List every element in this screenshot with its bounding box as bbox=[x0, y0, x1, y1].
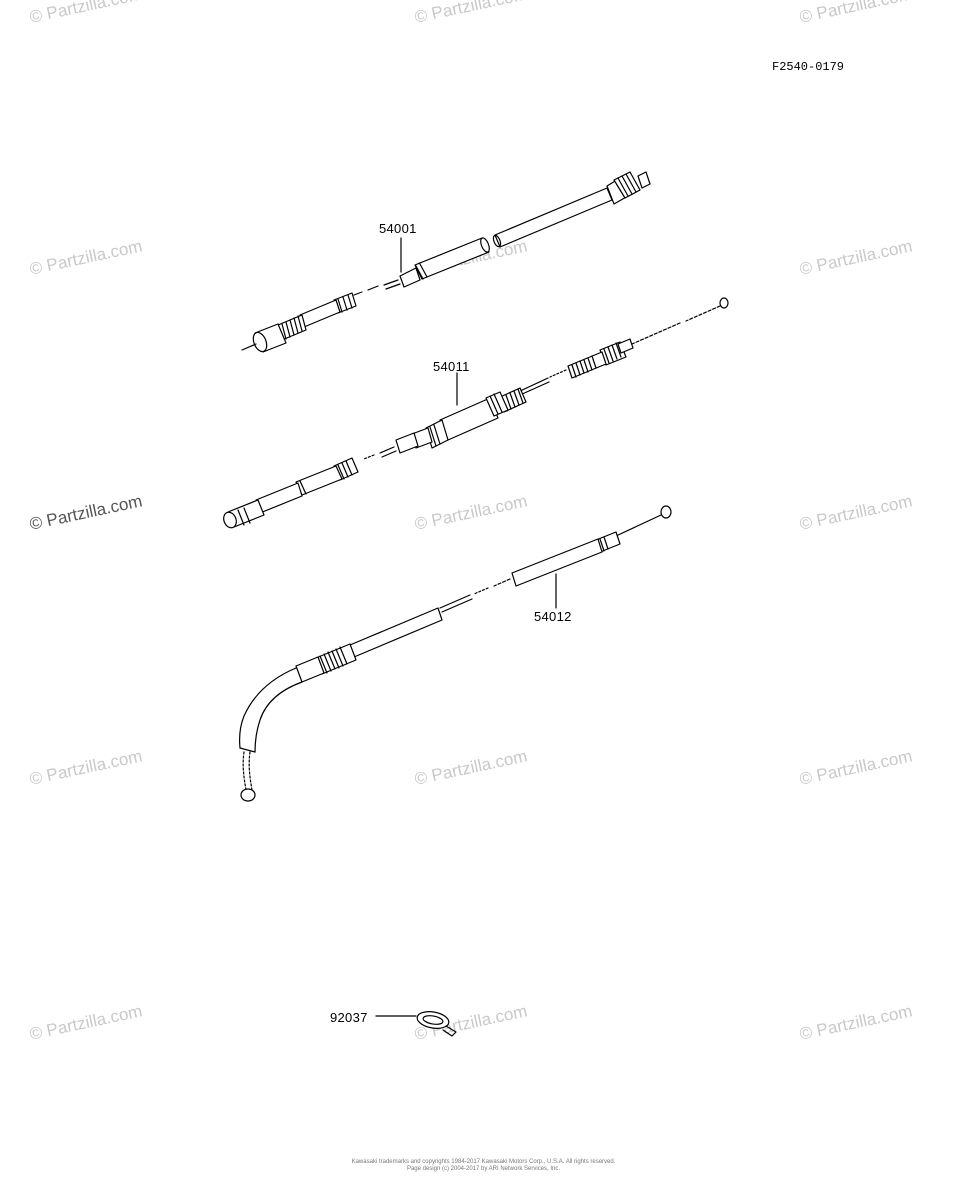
choke-cable-drawing[interactable] bbox=[239, 505, 672, 802]
copyright-line: Kawasaki trademarks and copyrights 1984-… bbox=[351, 1159, 616, 1165]
clamp-drawing[interactable] bbox=[375, 1009, 457, 1037]
part-code-54001[interactable]: 54001 bbox=[379, 221, 417, 236]
figure-ref: F2540-0179 bbox=[772, 60, 845, 74]
copyright-footer: Kawasaki trademarks and copyrights 1984-… bbox=[300, 1159, 667, 1173]
copyright-line: Page design (c) 2004-2017 by ARI Network… bbox=[406, 1166, 561, 1172]
part-code-54012[interactable]: 54012 bbox=[534, 609, 572, 624]
part-code-54011[interactable]: 54011 bbox=[433, 359, 470, 374]
throttle-cable-drawing[interactable] bbox=[221, 297, 729, 530]
part-code-92037[interactable]: 92037 bbox=[330, 1010, 368, 1025]
speedometer-cable-drawing[interactable] bbox=[241, 171, 651, 354]
